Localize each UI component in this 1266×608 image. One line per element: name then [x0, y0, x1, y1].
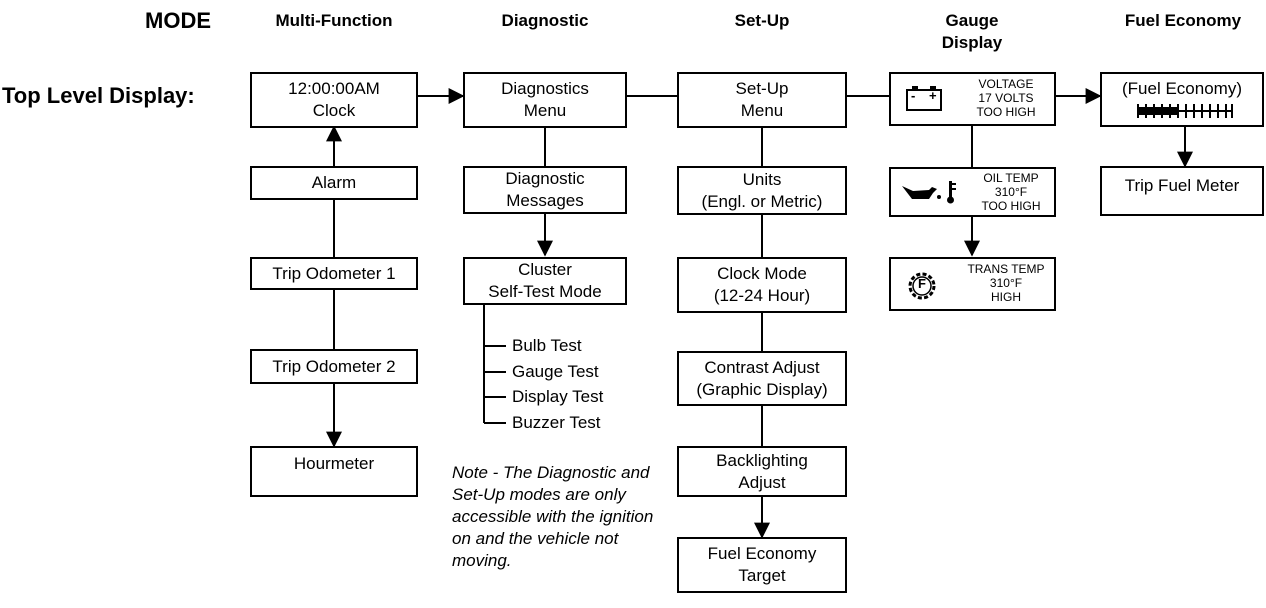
oil-temp-warning-box: OIL TEMP 310°F TOO HIGH — [889, 167, 1056, 217]
clock-label: Clock — [312, 101, 356, 120]
mode-header: MODE — [145, 8, 211, 33]
units-box: Units (Engl. or Metric) — [677, 166, 847, 215]
voltage-warning-box: - + VOLTAGE 17 VOLTS TOO HIGH — [889, 72, 1056, 126]
diagnostics-menu-line1: Diagnostics — [501, 79, 589, 98]
fuel-economy-display-box: (Fuel Economy) — [1100, 72, 1264, 127]
gauge-display-header: Gauge Display — [890, 10, 1054, 54]
trip-odometer-2-box: Trip Odometer 2 — [250, 349, 418, 384]
voltage-text: VOLTAGE 17 VOLTS TOO HIGH — [957, 77, 1055, 119]
clock-time: 12:00:00AM — [288, 79, 380, 98]
trans-temp-line3: HIGH — [991, 290, 1021, 304]
diagnostic-messages-line1: Diagnostic — [505, 169, 585, 188]
alarm-box: Alarm — [250, 166, 418, 200]
fuel-economy-target-line2: Target — [738, 566, 786, 585]
gauge-test-item: Gauge Test — [512, 362, 599, 381]
trans-temp-text: TRANS TEMP 310°F HIGH — [957, 262, 1055, 304]
setup-menu-line2: Menu — [740, 101, 784, 120]
diagnostic-messages-line2: Messages — [506, 191, 584, 210]
oil-temp-text: OIL TEMP 310°F TOO HIGH — [967, 171, 1055, 213]
clock-box: 12:00:00AM Clock — [250, 72, 418, 128]
cluster-self-test-line2: Self-Test Mode — [488, 282, 602, 301]
oil-temp-line1: OIL TEMP — [983, 171, 1039, 185]
battery-plus-sign: + — [929, 88, 937, 103]
units-line1: Units — [742, 169, 782, 189]
trip-fuel-meter-label: Trip Fuel Meter — [1124, 176, 1240, 195]
diagnostics-menu-line2: Menu — [523, 101, 567, 120]
cluster-self-test-line1: Cluster — [518, 260, 572, 279]
backlighting-adjust-box: Backlighting Adjust — [677, 446, 847, 497]
gauge-header-line2: Display — [941, 33, 1003, 52]
clock-mode-line1: Clock Mode — [717, 264, 807, 283]
setup-header: Set-Up — [734, 11, 790, 30]
voltage-line3: TOO HIGH — [976, 105, 1036, 119]
contrast-adjust-line2: (Graphic Display) — [696, 379, 828, 399]
oil-can-icon — [902, 181, 956, 204]
trip-fuel-meter-box: Trip Fuel Meter — [1100, 166, 1264, 216]
display-test-item: Display Test — [512, 387, 604, 406]
fuel-bar-graph-icon — [1137, 104, 1233, 118]
trans-icon-letter: F — [918, 276, 926, 291]
voltage-line1: VOLTAGE — [978, 77, 1034, 91]
trans-temp-line1: TRANS TEMP — [967, 262, 1045, 276]
trip-odometer-2-label: Trip Odometer 2 — [272, 356, 396, 376]
setup-menu-box: Set-Up Menu — [677, 72, 847, 128]
top-level-display-label: Top Level Display: — [2, 83, 195, 108]
contrast-adjust-line1: Contrast Adjust — [704, 357, 820, 377]
transmission-gear-icon — [908, 272, 936, 300]
trip-odometer-1-label: Trip Odometer 1 — [272, 263, 396, 283]
battery-icon — [906, 86, 942, 111]
trans-temp-warning-box: F TRANS TEMP 310°F HIGH — [889, 257, 1056, 311]
cluster-self-test-box: Cluster Self-Test Mode — [463, 257, 627, 305]
units-line2: (Engl. or Metric) — [701, 191, 823, 211]
hourmeter-label: Hourmeter — [293, 454, 375, 473]
oil-temp-line2: 310°F — [994, 185, 1028, 199]
setup-menu-line1: Set-Up — [735, 79, 789, 98]
clock-mode-box: Clock Mode (12-24 Hour) — [677, 257, 847, 313]
trip-odometer-1-box: Trip Odometer 1 — [250, 257, 418, 290]
fuel-economy-target-box: Fuel Economy Target — [677, 537, 847, 593]
backlighting-adjust-line2: Adjust — [738, 472, 786, 492]
gauge-header-line1: Gauge — [945, 11, 999, 30]
diagnostics-menu-box: Diagnostics Menu — [463, 72, 627, 128]
hourmeter-box: Hourmeter — [250, 446, 418, 497]
oil-temp-line3: TOO HIGH — [981, 199, 1041, 213]
contrast-adjust-box: Contrast Adjust (Graphic Display) — [677, 351, 847, 406]
battery-minus-sign: - — [911, 88, 916, 103]
access-note: Note - The Diagnostic and Set-Up modes a… — [452, 463, 654, 570]
diagnostic-messages-box: Diagnostic Messages — [463, 166, 627, 214]
bulb-test-item: Bulb Test — [512, 336, 582, 355]
alarm-label: Alarm — [311, 173, 357, 192]
clock-mode-line2: (12-24 Hour) — [713, 286, 811, 305]
fuel-economy-target-line1: Fuel Economy — [707, 544, 817, 563]
diagnostic-header: Diagnostic — [501, 11, 589, 30]
buzzer-test-item: Buzzer Test — [512, 413, 601, 432]
multi-function-header: Multi-Function — [275, 11, 393, 30]
fuel-economy-header: Fuel Economy — [1124, 11, 1242, 30]
trans-temp-line2: 310°F — [989, 276, 1023, 290]
fuel-economy-display-label: (Fuel Economy) — [1122, 79, 1242, 98]
voltage-line2: 17 VOLTS — [978, 91, 1034, 105]
backlighting-adjust-line1: Backlighting — [716, 450, 808, 470]
